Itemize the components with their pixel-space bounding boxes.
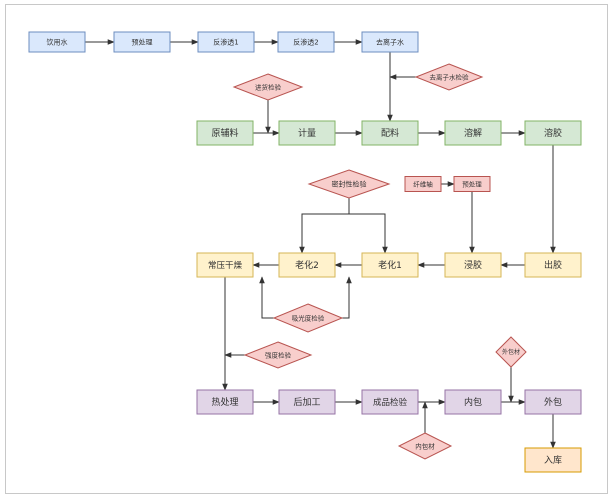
- node-fanshentou-1[interactable]: 反渗透1: [197, 31, 255, 53]
- node-label: 后加工: [293, 397, 320, 408]
- diagram-frame: [5, 4, 608, 494]
- node-yuchuli-2[interactable]: 预处理: [453, 176, 491, 192]
- node-box: [524, 447, 582, 473]
- decision-diamond: [243, 341, 313, 369]
- node-label: 外包材: [502, 348, 520, 356]
- node-box: [361, 389, 419, 415]
- node-jiliang[interactable]: 计量: [278, 120, 336, 146]
- node-label: 密封性检验: [332, 180, 367, 189]
- node-neibaocai[interactable]: 内包材: [397, 432, 453, 460]
- node-box: [196, 389, 254, 415]
- node-quliziishui-check[interactable]: 去离子水检验: [414, 63, 484, 91]
- node-yinyongshui[interactable]: 饮用水: [28, 31, 86, 53]
- edge-seal-to-aging1: [349, 213, 388, 254]
- node-jinjiao[interactable]: 浸胶: [444, 252, 502, 278]
- node-box: [361, 252, 419, 278]
- node-label: 成品检验: [373, 397, 408, 408]
- node-label: 反渗透2: [293, 38, 318, 47]
- node-waibaocai[interactable]: 外包材: [495, 336, 527, 368]
- node-houjiagong[interactable]: 后加工: [278, 389, 336, 415]
- node-label: 入库: [544, 454, 562, 466]
- node-label: 去离子水: [376, 38, 404, 47]
- node-label: 计量: [298, 127, 316, 139]
- node-box: [361, 120, 419, 146]
- node-box: [277, 31, 335, 53]
- decision-diamond: [307, 169, 391, 199]
- node-box: [361, 31, 419, 53]
- node-box: [196, 120, 254, 146]
- node-label: 纤维轴: [413, 179, 433, 188]
- node-label: 去离子水检验: [430, 72, 470, 81]
- node-label: 内包材: [415, 441, 435, 450]
- node-rechuli[interactable]: 热处理: [196, 389, 254, 415]
- node-label: 老化1: [378, 259, 402, 271]
- node-label: 老化2: [295, 259, 319, 271]
- node-label: 外包: [544, 396, 562, 408]
- node-label: 进货检验: [255, 82, 282, 91]
- node-jinhuo-check[interactable]: 进货检验: [232, 73, 304, 101]
- node-label: 强度检验: [265, 350, 292, 359]
- node-box: [444, 120, 502, 146]
- edge-absorb-to-aging1: [342, 276, 352, 319]
- node-chujiao[interactable]: 出胶: [524, 252, 582, 278]
- node-label: 常压干燥: [208, 260, 243, 271]
- node-box: [524, 120, 582, 146]
- edge-absorb-to-aging2: [259, 276, 274, 319]
- node-label: 原辅料: [211, 127, 238, 139]
- node-laohua-2[interactable]: 老化2: [278, 252, 336, 278]
- node-label: 溶胶: [544, 127, 562, 139]
- node-qiangdu-check[interactable]: 强度检验: [243, 341, 313, 369]
- node-box: [444, 252, 502, 278]
- node-rongjiao[interactable]: 溶胶: [524, 120, 582, 146]
- node-label: 饮用水: [47, 38, 68, 47]
- node-ruku[interactable]: 入库: [524, 447, 582, 473]
- node-label: 反渗透1: [213, 38, 238, 47]
- edges: [85, 39, 556, 449]
- node-box: [524, 389, 582, 415]
- node-label: 出胶: [544, 259, 562, 271]
- node-box: [404, 176, 442, 192]
- node-box: [524, 252, 582, 278]
- node-xiguangdu-check[interactable]: 吸光度检验: [272, 303, 344, 333]
- node-box: [196, 252, 254, 278]
- node-yuchuli-1[interactable]: 预处理: [113, 31, 171, 53]
- node-label: 热处理: [211, 396, 238, 408]
- node-neibao[interactable]: 内包: [444, 389, 502, 415]
- node-label: 预处理: [462, 179, 482, 188]
- node-rongjie[interactable]: 溶解: [444, 120, 502, 146]
- decision-diamond: [495, 336, 527, 368]
- node-xianweizhou[interactable]: 纤维轴: [404, 176, 442, 192]
- decision-diamond: [232, 73, 304, 101]
- node-waibao[interactable]: 外包: [524, 389, 582, 415]
- node-changya-ganzao[interactable]: 常压干燥: [196, 252, 254, 278]
- decision-diamond: [414, 63, 484, 91]
- node-box: [113, 31, 171, 53]
- node-box: [444, 389, 502, 415]
- node-label: 溶解: [464, 127, 482, 139]
- node-label: 预处理: [132, 38, 153, 47]
- node-laohua-1[interactable]: 老化1: [361, 252, 419, 278]
- node-peiliao[interactable]: 配料: [361, 120, 419, 146]
- node-label: 配料: [381, 127, 399, 139]
- node-box: [278, 389, 336, 415]
- node-box: [453, 176, 491, 192]
- node-box: [278, 120, 336, 146]
- node-label: 吸光度检验: [292, 313, 325, 322]
- node-box: [278, 252, 336, 278]
- node-mifeng-check[interactable]: 密封性检验: [307, 169, 391, 199]
- node-label: 内包: [464, 396, 482, 408]
- node-quliziishui[interactable]: 去离子水: [361, 31, 419, 53]
- node-fanshentou-2[interactable]: 反渗透2: [277, 31, 335, 53]
- decision-diamond: [397, 432, 453, 460]
- node-box: [197, 31, 255, 53]
- node-yuanfuliao[interactable]: 原辅料: [196, 120, 254, 146]
- node-label: 浸胶: [464, 259, 482, 271]
- node-chengpin-check[interactable]: 成品检验: [361, 389, 419, 415]
- decision-diamond: [272, 303, 344, 333]
- node-box: [28, 31, 86, 53]
- edge-seal-to-aging2: [299, 198, 350, 254]
